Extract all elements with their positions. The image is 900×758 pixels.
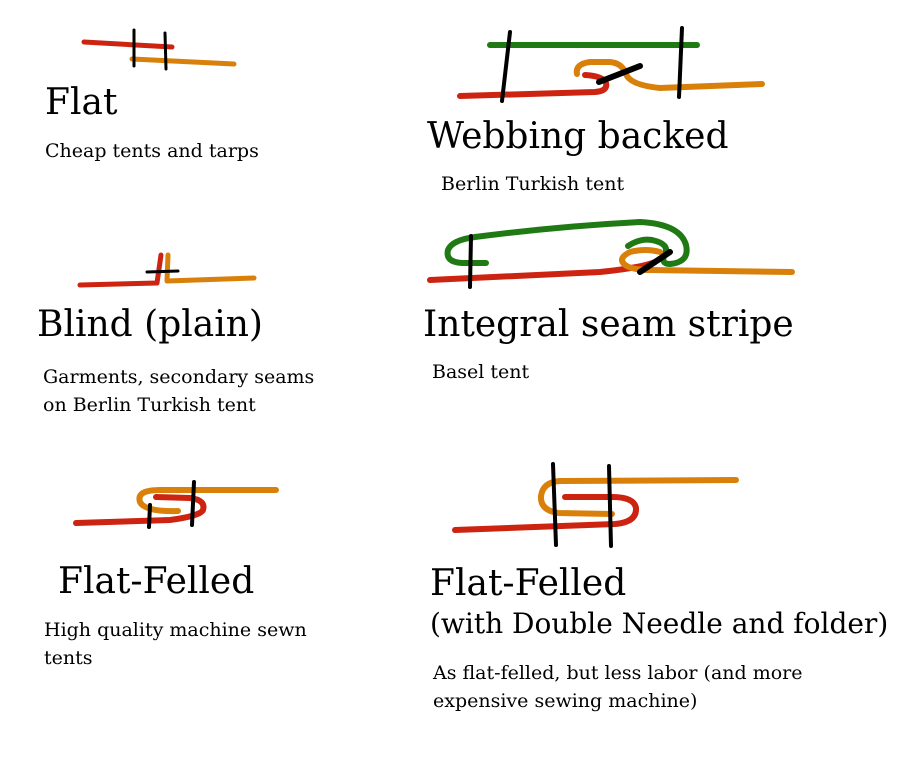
seam-title-webbing-backed: Webbing backed <box>427 116 729 157</box>
red-fabric-layer <box>81 39 175 50</box>
stitch-line <box>607 464 613 548</box>
seam-subtitle-flat-felled-double-needle: (with Double Needle and folder) <box>430 607 889 640</box>
stitch-line <box>500 30 512 103</box>
seam-description-flat-felled: High quality machine sewn tents <box>44 619 307 669</box>
orange-fabric-layer <box>136 487 279 515</box>
seam-description-blind-plain: Garments, secondary seams on Berlin Turk… <box>43 366 315 416</box>
seam-title-blind-plain: Blind (plain) <box>37 304 263 345</box>
orange-fabric-layer <box>619 247 795 275</box>
red-fabric-layer <box>77 252 164 288</box>
flat-felled-seam-drawing <box>73 480 279 529</box>
seam-title-flat: Flat <box>45 82 118 123</box>
stitch-line <box>163 31 168 71</box>
seam-title-flat-felled-double-needle: Flat-Felled <box>430 563 627 604</box>
red-fabric-layer <box>73 494 207 526</box>
stitch-line <box>190 480 196 527</box>
flat-felled-double-needle-seam-drawing <box>452 462 739 548</box>
stitch-line <box>145 269 180 274</box>
stitch-line <box>596 63 643 85</box>
stitch-line <box>677 26 684 99</box>
seam-title-integral-seam-stripe: Integral seam stripe <box>423 304 794 345</box>
stitch-line <box>551 462 558 547</box>
orange-fabric-layer <box>129 56 237 67</box>
red-fabric-layer <box>452 494 640 533</box>
orange-fabric-layer <box>164 252 257 284</box>
red-fabric-layer <box>457 72 610 99</box>
seam-description-flat-felled-double-needle: As flat-felled, but less labor (and more… <box>433 662 803 712</box>
stitch-line <box>468 234 473 289</box>
integral-seam-stripe-drawing <box>427 219 795 289</box>
green-stripe-layer <box>444 219 690 267</box>
webbing-backed-seam-drawing <box>457 26 765 103</box>
stitch-line <box>147 503 152 529</box>
orange-fabric-layer <box>573 59 765 91</box>
seam-description-flat: Cheap tents and tarps <box>45 140 259 162</box>
blind-seam-drawing <box>77 252 257 288</box>
stitch-line <box>637 249 673 275</box>
seam-title-flat-felled: Flat-Felled <box>58 561 255 602</box>
seam-description-webbing-backed: Berlin Turkish tent <box>441 173 625 195</box>
flat-seam-drawing <box>81 28 237 71</box>
seam-description-integral-seam-stripe: Basel tent <box>432 361 530 383</box>
